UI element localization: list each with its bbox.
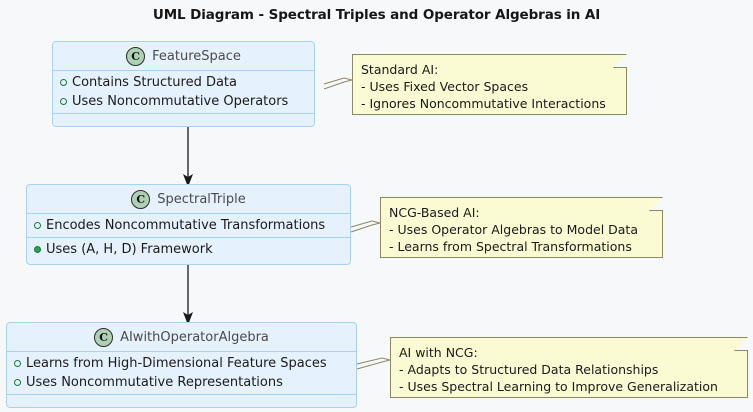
class-box-featurespace[interactable]: C FeatureSpace Contains Structured Data …	[52, 41, 315, 127]
class-methods-compartment: Uses (A, H, D) Framework	[27, 237, 350, 261]
visibility-public-field-icon	[60, 98, 67, 105]
class-icon: C	[126, 46, 146, 66]
class-box-spectraltriple[interactable]: C SpectralTriple Encodes Noncommutative …	[26, 184, 351, 265]
note-line: - Uses Fixed Vector Spaces	[361, 79, 529, 94]
visibility-public-field-icon	[34, 222, 41, 229]
visibility-public-field-icon	[14, 360, 21, 367]
note-line: AI with NCG:	[399, 345, 478, 360]
class-box-aiwithoperatoralgebra[interactable]: C AIwithOperatorAlgebra Learns from High…	[6, 322, 357, 408]
class-name: SpectralTriple	[157, 191, 246, 207]
note-line: Standard AI:	[361, 62, 439, 77]
note-line: - Ignores Noncommutative Interactions	[361, 96, 606, 111]
note-line: NCG-Based AI:	[389, 205, 480, 220]
class-header-aiwithoperatoralgebra: C AIwithOperatorAlgebra	[7, 323, 356, 352]
class-name: AIwithOperatorAlgebra	[120, 329, 269, 345]
note-ncg-based-ai[interactable]: NCG-Based AI: - Uses Operator Algebras t…	[380, 197, 663, 258]
class-member[interactable]: Learns from High-Dimensional Feature Spa…	[7, 354, 356, 373]
class-attributes-compartment: Contains Structured Data Uses Noncommuta…	[53, 71, 314, 113]
diagram-title: UML Diagram - Spectral Triples and Opera…	[152, 7, 601, 23]
class-member-label: Uses Noncommutative Representations	[26, 375, 283, 390]
class-member-label: Learns from High-Dimensional Feature Spa…	[26, 356, 327, 371]
note-ai-with-ncg[interactable]: AI with NCG: - Adapts to Structured Data…	[390, 337, 748, 398]
visibility-public-field-icon	[60, 79, 67, 86]
note-line: - Uses Operator Algebras to Model Data	[389, 222, 638, 237]
class-methods-compartment-empty	[53, 113, 314, 122]
class-member[interactable]: Uses (A, H, D) Framework	[27, 240, 350, 259]
class-member-label: Uses Noncommutative Operators	[72, 94, 289, 109]
note-connector-1	[323, 77, 353, 90]
class-methods-compartment-empty	[7, 394, 356, 403]
class-member-label: Uses (A, H, D) Framework	[46, 242, 213, 257]
class-icon: C	[131, 189, 151, 209]
class-member-label: Encodes Noncommutative Transformations	[46, 218, 326, 233]
visibility-public-method-icon	[34, 246, 41, 253]
class-member[interactable]: Uses Noncommutative Operators	[53, 92, 314, 111]
visibility-public-field-icon	[14, 379, 21, 386]
note-line: - Uses Spectral Learning to Improve Gene…	[399, 379, 718, 394]
class-header-featurespace: C FeatureSpace	[53, 42, 314, 71]
class-header-spectraltriple: C SpectralTriple	[27, 185, 350, 214]
note-connector-3	[356, 357, 391, 370]
class-member-label: Contains Structured Data	[72, 75, 237, 90]
class-member[interactable]: Uses Noncommutative Representations	[7, 373, 356, 392]
note-line: - Learns from Spectral Transformations	[389, 239, 632, 254]
class-member[interactable]: Encodes Noncommutative Transformations	[27, 216, 350, 235]
class-attributes-compartment: Learns from High-Dimensional Feature Spa…	[7, 352, 356, 394]
note-connector-2	[350, 220, 381, 233]
note-line: - Adapts to Structured Data Relationship…	[399, 362, 659, 377]
class-name: FeatureSpace	[152, 48, 241, 64]
class-member[interactable]: Contains Structured Data	[53, 73, 314, 92]
class-icon: C	[94, 327, 114, 347]
class-attributes-compartment: Encodes Noncommutative Transformations	[27, 214, 350, 237]
note-standard-ai[interactable]: Standard AI: - Uses Fixed Vector Spaces …	[352, 54, 627, 115]
